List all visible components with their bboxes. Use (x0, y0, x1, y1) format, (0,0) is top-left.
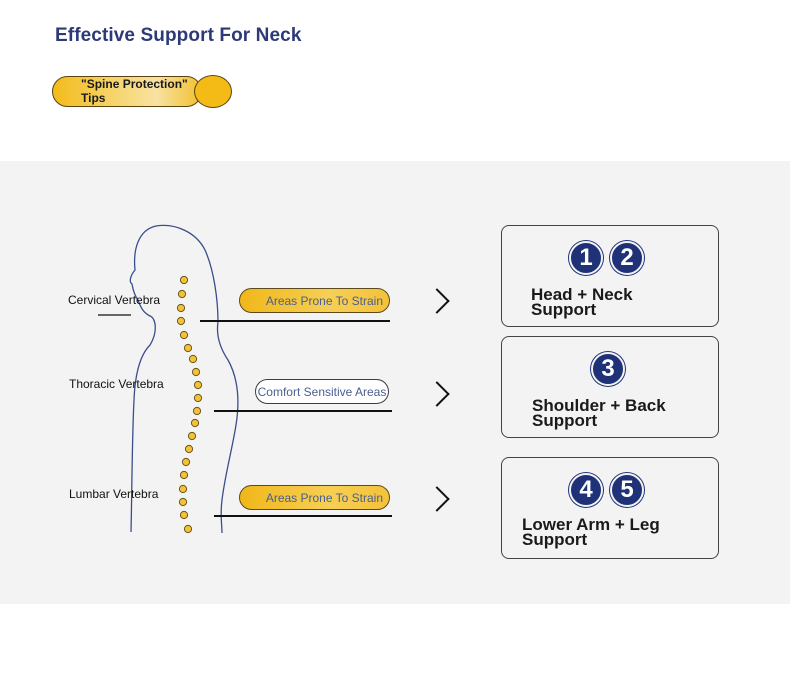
number-badge: 4 (569, 473, 603, 507)
vertebra-dot (177, 289, 187, 299)
head-neck-support-card: 1 2 Head + Neck Support (501, 225, 719, 327)
vertebra-dot (176, 316, 186, 326)
strain-area-pill-cervical: Areas Prone To Strain (239, 288, 390, 313)
vertebra-dot (193, 393, 203, 403)
spine-vertebrae (176, 275, 203, 534)
vertebra-dot (178, 497, 188, 507)
arm-leg-support-card: 4 5 Lower Arm + Leg Support (501, 457, 719, 559)
number-badge: 1 (569, 241, 603, 275)
tips-label: "Spine Protection" Tips (81, 77, 188, 105)
vertebra-dot (188, 354, 198, 364)
tips-badge-circle (194, 75, 232, 108)
vertebra-dot (187, 431, 197, 441)
vertebra-dot (190, 418, 200, 428)
vertebra-dot (179, 510, 189, 520)
cervical-pointer-line (200, 320, 390, 322)
strain-area-pill-lumbar: Areas Prone To Strain (239, 485, 390, 510)
vertebra-dot (179, 275, 189, 285)
number-badge: 3 (591, 352, 625, 386)
vertebra-dot (181, 457, 191, 467)
thoracic-vertebra-label: Thoracic Vertebra (69, 377, 164, 391)
thoracic-pointer-line (214, 410, 392, 412)
number-badge: 5 (610, 473, 644, 507)
page-title: Effective Support For Neck (55, 25, 302, 46)
vertebra-dot (179, 330, 189, 340)
comfort-area-pill-thoracic: Comfort Sensitive Areas (255, 379, 389, 404)
cervical-vertebra-label: Cervical Vertebra (68, 293, 161, 307)
vertebra-dot (184, 444, 194, 454)
vertebra-dot (183, 343, 193, 353)
number-badge: 2 (610, 241, 644, 275)
card-label: Shoulder + Back Support (532, 396, 666, 430)
vertebra-dot (176, 303, 186, 313)
vertebra-dot (183, 524, 193, 534)
lumbar-pointer-line (214, 515, 392, 517)
vertebra-dot (178, 484, 188, 494)
lumbar-vertebra-label: Lumbar Vertebra (69, 487, 159, 501)
vertebra-dot (193, 380, 203, 390)
vertebra-dot (191, 367, 201, 377)
body-outline (129, 224, 239, 534)
vertebra-dot (179, 470, 189, 480)
card-label: Lower Arm + Leg Support (522, 515, 660, 549)
vertebra-dot (192, 406, 202, 416)
shoulder-back-support-card: 3 Shoulder + Back Support (501, 336, 719, 438)
card-label: Head + Neck Support (531, 285, 633, 319)
